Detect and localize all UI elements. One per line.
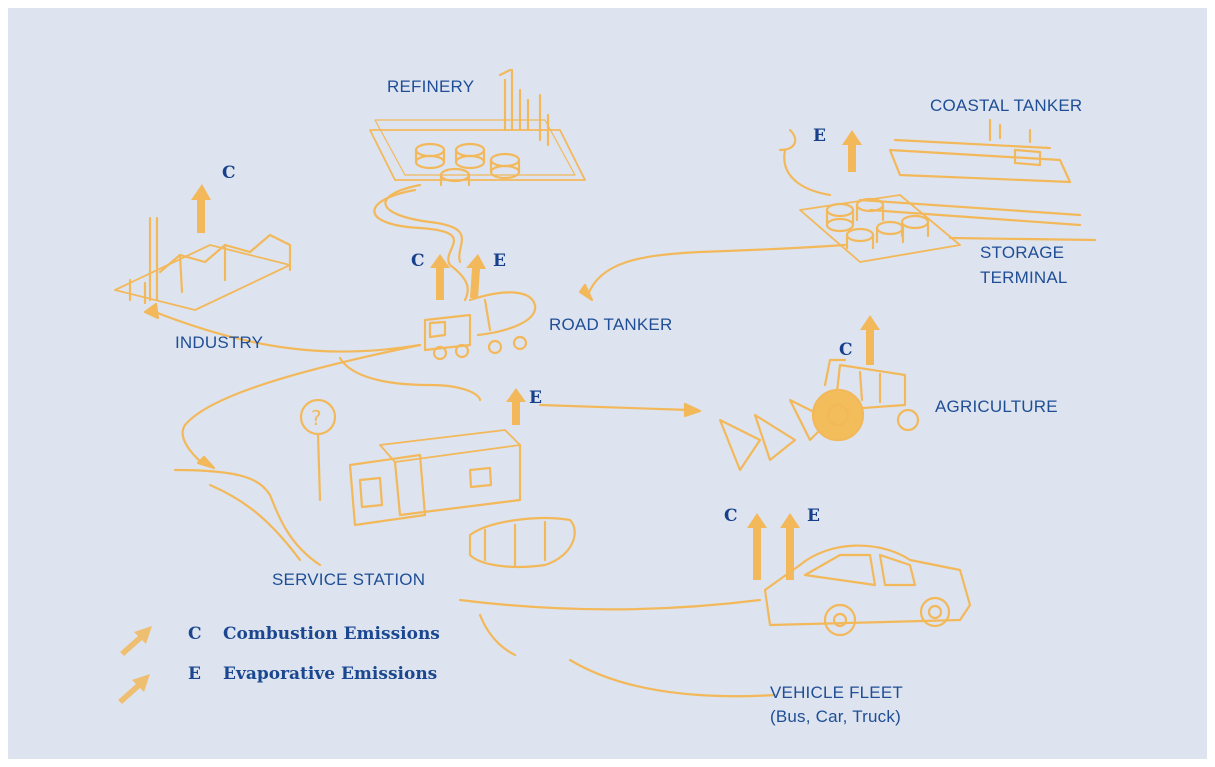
- coastal-tanker-icon: [858, 118, 1082, 227]
- refinery-label: REFINERY: [387, 77, 475, 96]
- fleet-evaporative-arrow: [780, 513, 800, 580]
- service-station-icon: ?: [299, 398, 576, 569]
- industry-label: INDUSTRY: [175, 333, 264, 352]
- flow-fleet-bottom: [568, 658, 777, 698]
- coastal-tanker-label: COASTAL TANKER: [930, 96, 1083, 115]
- road-tanker-label: ROAD TANKER: [549, 315, 673, 334]
- flow-storage-right: [948, 236, 1097, 242]
- flow-road-tanker-to-service-b: [338, 356, 482, 402]
- flow-refinery-to-road-tanker: [373, 188, 469, 302]
- refinery-icon: [369, 68, 586, 187]
- diagram-background: [8, 8, 1207, 759]
- agriculture-icon: [718, 358, 920, 472]
- coastal-e-code: E: [813, 126, 826, 146]
- legend-combustion-letter: C: [188, 624, 202, 644]
- fleet-combustion-arrow: [747, 513, 767, 580]
- flow-coastal-to-storage: [783, 148, 832, 197]
- industry-icon: [114, 216, 292, 311]
- legend-evaporative-arrow: [118, 674, 150, 704]
- road-tanker-combustion-arrow: [430, 254, 450, 300]
- flow-service-to-fleet: [458, 598, 762, 611]
- flow-refinery-to-road-tanker-outer: [384, 183, 463, 264]
- storage-terminal-icon: [799, 194, 961, 263]
- storage-terminal-label-line2: TERMINAL: [980, 268, 1068, 287]
- svg-text:?: ?: [311, 406, 322, 430]
- legend-combustion-arrow: [120, 626, 152, 656]
- road-tanker-icon: [423, 291, 537, 361]
- vehicle-fleet-label-line1: VEHICLE FLEET: [770, 683, 903, 702]
- agriculture-label: AGRICULTURE: [935, 397, 1058, 416]
- legend-combustion-label: Combustion Emissions: [223, 624, 440, 644]
- vehicle-fleet-icon: [763, 544, 972, 637]
- fleet-c-code: C: [724, 506, 738, 526]
- industry-combustion-arrow: [191, 184, 211, 233]
- service-station-e-code: E: [529, 388, 542, 408]
- flow-road-tanker-to-service: [181, 343, 422, 467]
- fleet-e-code: E: [807, 506, 820, 526]
- road-tanker-c-code: C: [411, 251, 425, 271]
- service-evaporative-arrow: [506, 388, 526, 425]
- flow-road-tanker-to-industry: [148, 308, 422, 353]
- vehicle-fleet-label-line2: (Bus, Car, Truck): [770, 707, 901, 726]
- legend-evaporative-letter: E: [188, 664, 201, 684]
- flow-coastal-to-storage-b: [778, 128, 797, 152]
- road-inner: [208, 483, 302, 562]
- legend-evaporative-label: Evaporative Emissions: [223, 664, 438, 684]
- industry-c-code: C: [222, 163, 236, 183]
- flow-storage-to-road-tanker: [586, 243, 847, 297]
- agriculture-combustion-arrow: [860, 315, 880, 365]
- agriculture-c-code: C: [839, 340, 853, 360]
- road-tanker-e-code: E: [493, 251, 506, 271]
- flow-fleet-bottom-b: [478, 613, 517, 657]
- road-tanker-evaporative-arrow: [466, 254, 486, 298]
- service-station-label: SERVICE STATION: [272, 570, 426, 589]
- road-outer: [173, 468, 322, 567]
- storage-terminal-label-line1: STORAGE: [980, 243, 1065, 262]
- flow-to-agriculture: [538, 403, 692, 412]
- coastal-evaporative-arrow: [842, 130, 862, 172]
